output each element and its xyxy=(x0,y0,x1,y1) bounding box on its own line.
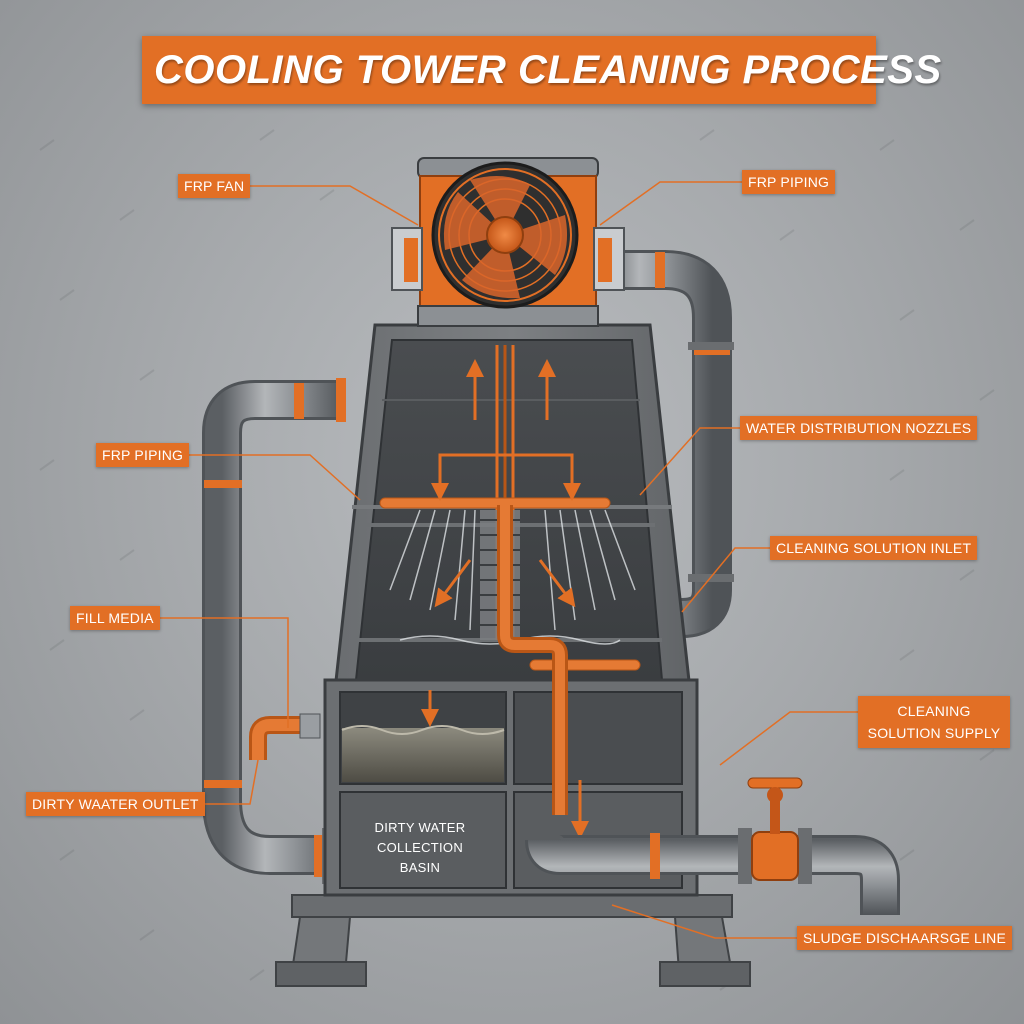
valve-icon xyxy=(747,777,803,881)
basin-label-line2: COLLECTION xyxy=(376,840,464,855)
fan-blades xyxy=(431,161,579,309)
tower-base xyxy=(275,894,751,987)
label-cleaning-solution-supply: CLEANING SOLUTION SUPPLY xyxy=(858,696,1010,748)
label-fill-media: FILL MEDIA xyxy=(70,606,160,630)
title-banner: COOLING TOWER CLEANING PROCESS xyxy=(142,36,942,104)
leader-lines xyxy=(160,181,858,939)
flow-arrows xyxy=(421,359,589,839)
basin-label: DIRTY WATER COLLECTION BASIN xyxy=(356,818,484,878)
page-title: COOLING TOWER CLEANING PROCESS xyxy=(154,48,942,92)
label-cleaning-solution-supply-line1: CLEANING xyxy=(897,703,971,719)
sludge-discharge-pipe xyxy=(525,680,900,915)
label-frp-piping-right: FRP PIPING xyxy=(742,170,836,194)
label-frp-piping-left: FRP PIPING xyxy=(96,443,190,467)
label-dirty-water-outlet: DIRTY WAATER OUTLET xyxy=(26,792,205,816)
label-cleaning-solution-inlet: CLEANING SOLUTION INLET xyxy=(770,536,978,560)
diamond-plate-texture xyxy=(39,129,995,991)
basin-structure xyxy=(323,678,699,897)
label-frp-fan: FRP FAN xyxy=(178,174,251,198)
cleaning-supply-pipe xyxy=(497,505,568,815)
label-sludge-discharge-line: SLUDGE DISCHAARSGE LINE xyxy=(797,926,1012,950)
label-cleaning-solution-supply-line2: SOLUTION SUPPLY xyxy=(867,725,1001,741)
basin-label-line1: DIRTY WATER xyxy=(374,820,466,835)
basin-label-line3: BASIN xyxy=(399,860,441,875)
label-water-distribution-nozzles: WATER DISTRIBUTION NOZZLES xyxy=(740,416,978,440)
